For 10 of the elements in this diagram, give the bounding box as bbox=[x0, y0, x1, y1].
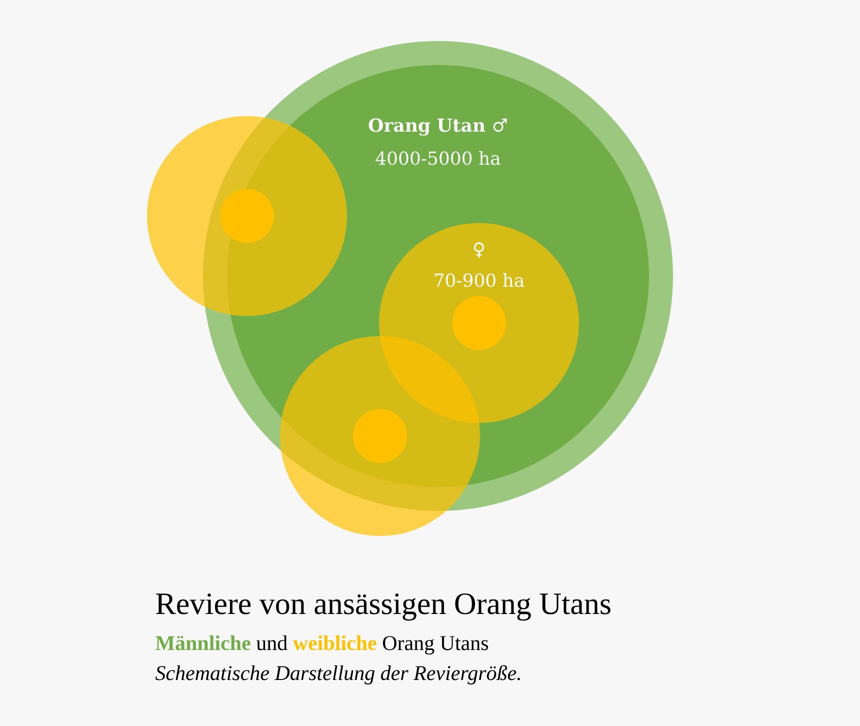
caption: Schematische Darstellung der Reviergröße. bbox=[155, 665, 520, 684]
center-dot bbox=[220, 189, 274, 243]
legend-text: und bbox=[256, 635, 288, 650]
center-dot bbox=[353, 408, 407, 463]
center-dot bbox=[452, 296, 506, 350]
legend-text: Orang Utans bbox=[382, 636, 488, 655]
legend-entry: Männliche bbox=[156, 635, 250, 650]
title: Reviere von ansässigen Orang Utans bbox=[156, 593, 610, 621]
territory-circle bbox=[147, 116, 347, 316]
legend-entry: weibliche bbox=[292, 635, 376, 650]
